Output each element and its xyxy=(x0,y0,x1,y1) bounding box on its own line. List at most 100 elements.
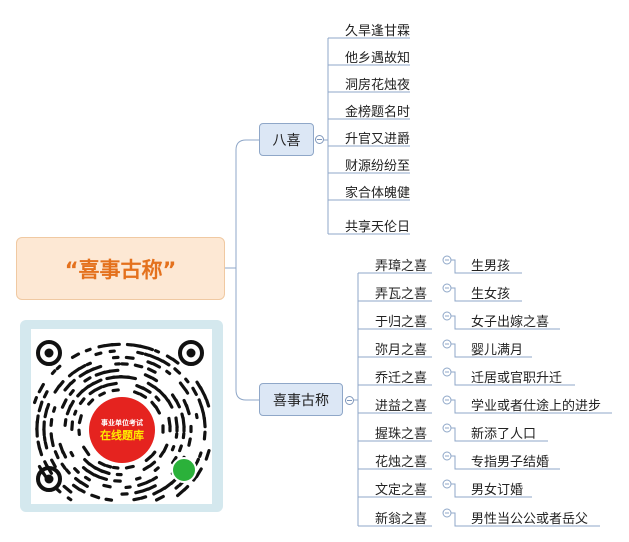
meaning-item[interactable]: 专指男子结婚 xyxy=(471,455,550,470)
qr-dot xyxy=(57,380,65,388)
qr-dot xyxy=(138,392,148,399)
qr-dot xyxy=(143,373,153,380)
qr-dot xyxy=(150,376,159,383)
branch-label: 喜事古称 xyxy=(273,392,329,409)
qr-dot xyxy=(198,451,203,458)
qr-dot xyxy=(35,414,40,425)
leaf-item[interactable]: 家合体魄健 xyxy=(345,186,411,201)
leaf-item[interactable]: 他乡遇故知 xyxy=(345,51,411,66)
qr-dot xyxy=(161,359,171,367)
qr-dot xyxy=(148,460,157,468)
meaning-underline xyxy=(451,399,612,414)
term-item[interactable]: 握珠之喜 xyxy=(375,427,428,442)
leaf-item[interactable]: 洞房花烛夜 xyxy=(345,78,411,93)
qr-dot xyxy=(102,483,112,489)
qr-dot xyxy=(165,354,174,361)
qr-dot xyxy=(68,389,75,396)
root-title: “喜事古称” xyxy=(64,257,177,282)
meaning-underline xyxy=(451,512,600,527)
qr-dot xyxy=(146,360,154,366)
term-item[interactable]: 弄璋之喜 xyxy=(375,259,428,274)
qr-dot xyxy=(97,460,107,467)
meaning-underline xyxy=(451,427,548,442)
leaf-item[interactable]: 共享天伦日 xyxy=(345,220,411,235)
branch-xishi-guchen[interactable]: 喜事古称 xyxy=(259,383,343,416)
meaning-item[interactable]: 生男孩 xyxy=(471,259,511,274)
term-item[interactable]: 文定之喜 xyxy=(375,483,428,498)
qr-dot xyxy=(184,403,191,416)
meaning-item[interactable]: 学业或者仕途上的进步 xyxy=(471,399,602,414)
qr-dot xyxy=(58,442,65,454)
term-item[interactable]: 于归之喜 xyxy=(375,315,428,330)
qr-dot xyxy=(78,364,87,370)
qr-dot xyxy=(153,349,161,354)
meaning-item[interactable]: 迁居或官职升迁 xyxy=(471,371,563,386)
qr-dot xyxy=(68,399,75,408)
qr-code-image: 事业单位考试 在线题库 xyxy=(31,329,212,504)
qr-dot xyxy=(202,430,207,441)
qr-dot xyxy=(200,405,205,414)
qr-dot xyxy=(63,381,73,392)
meaning-underline xyxy=(451,455,560,470)
term-item[interactable]: 乔迁之喜 xyxy=(375,371,428,386)
meaning-item[interactable]: 婴儿满月 xyxy=(471,343,524,358)
qr-dot xyxy=(154,405,161,415)
qr-dot xyxy=(69,378,76,385)
meaning-underline xyxy=(451,343,532,358)
qr-dot xyxy=(73,467,80,474)
collapse-toggle-icon[interactable] xyxy=(345,396,354,405)
leaf-item[interactable]: 升官又进爵 xyxy=(345,132,411,147)
meaning-underline xyxy=(451,483,532,498)
qr-dot xyxy=(125,375,138,381)
qr-dot xyxy=(53,450,60,460)
qr-dot xyxy=(52,406,57,413)
qr-dot xyxy=(91,364,103,372)
qr-dot xyxy=(60,398,68,409)
leaf-item[interactable]: 久旱逢甘霖 xyxy=(345,24,411,39)
qr-dot xyxy=(158,486,167,493)
qr-dot xyxy=(55,487,62,494)
qr-dot xyxy=(197,398,204,409)
qr-dot xyxy=(50,369,57,376)
qr-dot xyxy=(202,393,208,401)
term-item[interactable]: 花烛之喜 xyxy=(375,455,428,470)
qr-dot xyxy=(191,386,198,397)
qr-dot xyxy=(71,483,82,492)
term-item[interactable]: 弄瓦之喜 xyxy=(375,287,428,302)
qr-dot xyxy=(173,367,182,375)
qr-dot xyxy=(124,464,135,470)
qr-dot xyxy=(49,417,54,427)
qr-dot xyxy=(43,460,49,468)
qr-dot xyxy=(111,388,120,393)
leaf-item[interactable]: 金榜题名时 xyxy=(345,105,411,120)
connector-root-to-bax xyxy=(235,139,259,268)
term-item[interactable]: 新翁之喜 xyxy=(375,512,428,527)
qr-dot xyxy=(158,450,165,458)
collapse-toggle-icon[interactable] xyxy=(315,135,324,144)
meaning-item[interactable]: 男性当公公或者岳父 xyxy=(471,512,589,527)
qr-dot xyxy=(192,474,198,482)
qr-dot xyxy=(98,391,106,397)
meaning-item[interactable]: 生女孩 xyxy=(471,287,511,302)
qr-dot xyxy=(101,383,109,389)
qr-dot xyxy=(87,398,95,406)
qr-dot xyxy=(78,397,86,405)
qr-finder xyxy=(36,466,62,492)
qr-dot xyxy=(139,495,148,500)
meaning-item[interactable]: 男女订婚 xyxy=(471,483,524,498)
qr-dot xyxy=(165,369,172,376)
root-node[interactable]: “喜事古称” xyxy=(16,237,225,300)
qr-dot xyxy=(70,352,81,360)
qr-dot xyxy=(124,355,135,360)
qr-dot xyxy=(105,464,113,469)
term-item[interactable]: 弥月之喜 xyxy=(375,343,428,358)
qr-code-card: 事业单位考试 在线题库 xyxy=(20,320,223,512)
qr-dot xyxy=(170,444,176,452)
qr-dot xyxy=(106,381,118,387)
term-item[interactable]: 进益之喜 xyxy=(375,399,428,414)
leaf-item[interactable]: 财源纷纷至 xyxy=(345,159,411,174)
qr-dot xyxy=(90,493,101,500)
meaning-item[interactable]: 新添了人口 xyxy=(471,427,537,442)
meaning-item[interactable]: 女子出嫁之喜 xyxy=(471,315,550,330)
branch-bax[interactable]: 八喜 xyxy=(259,123,314,156)
